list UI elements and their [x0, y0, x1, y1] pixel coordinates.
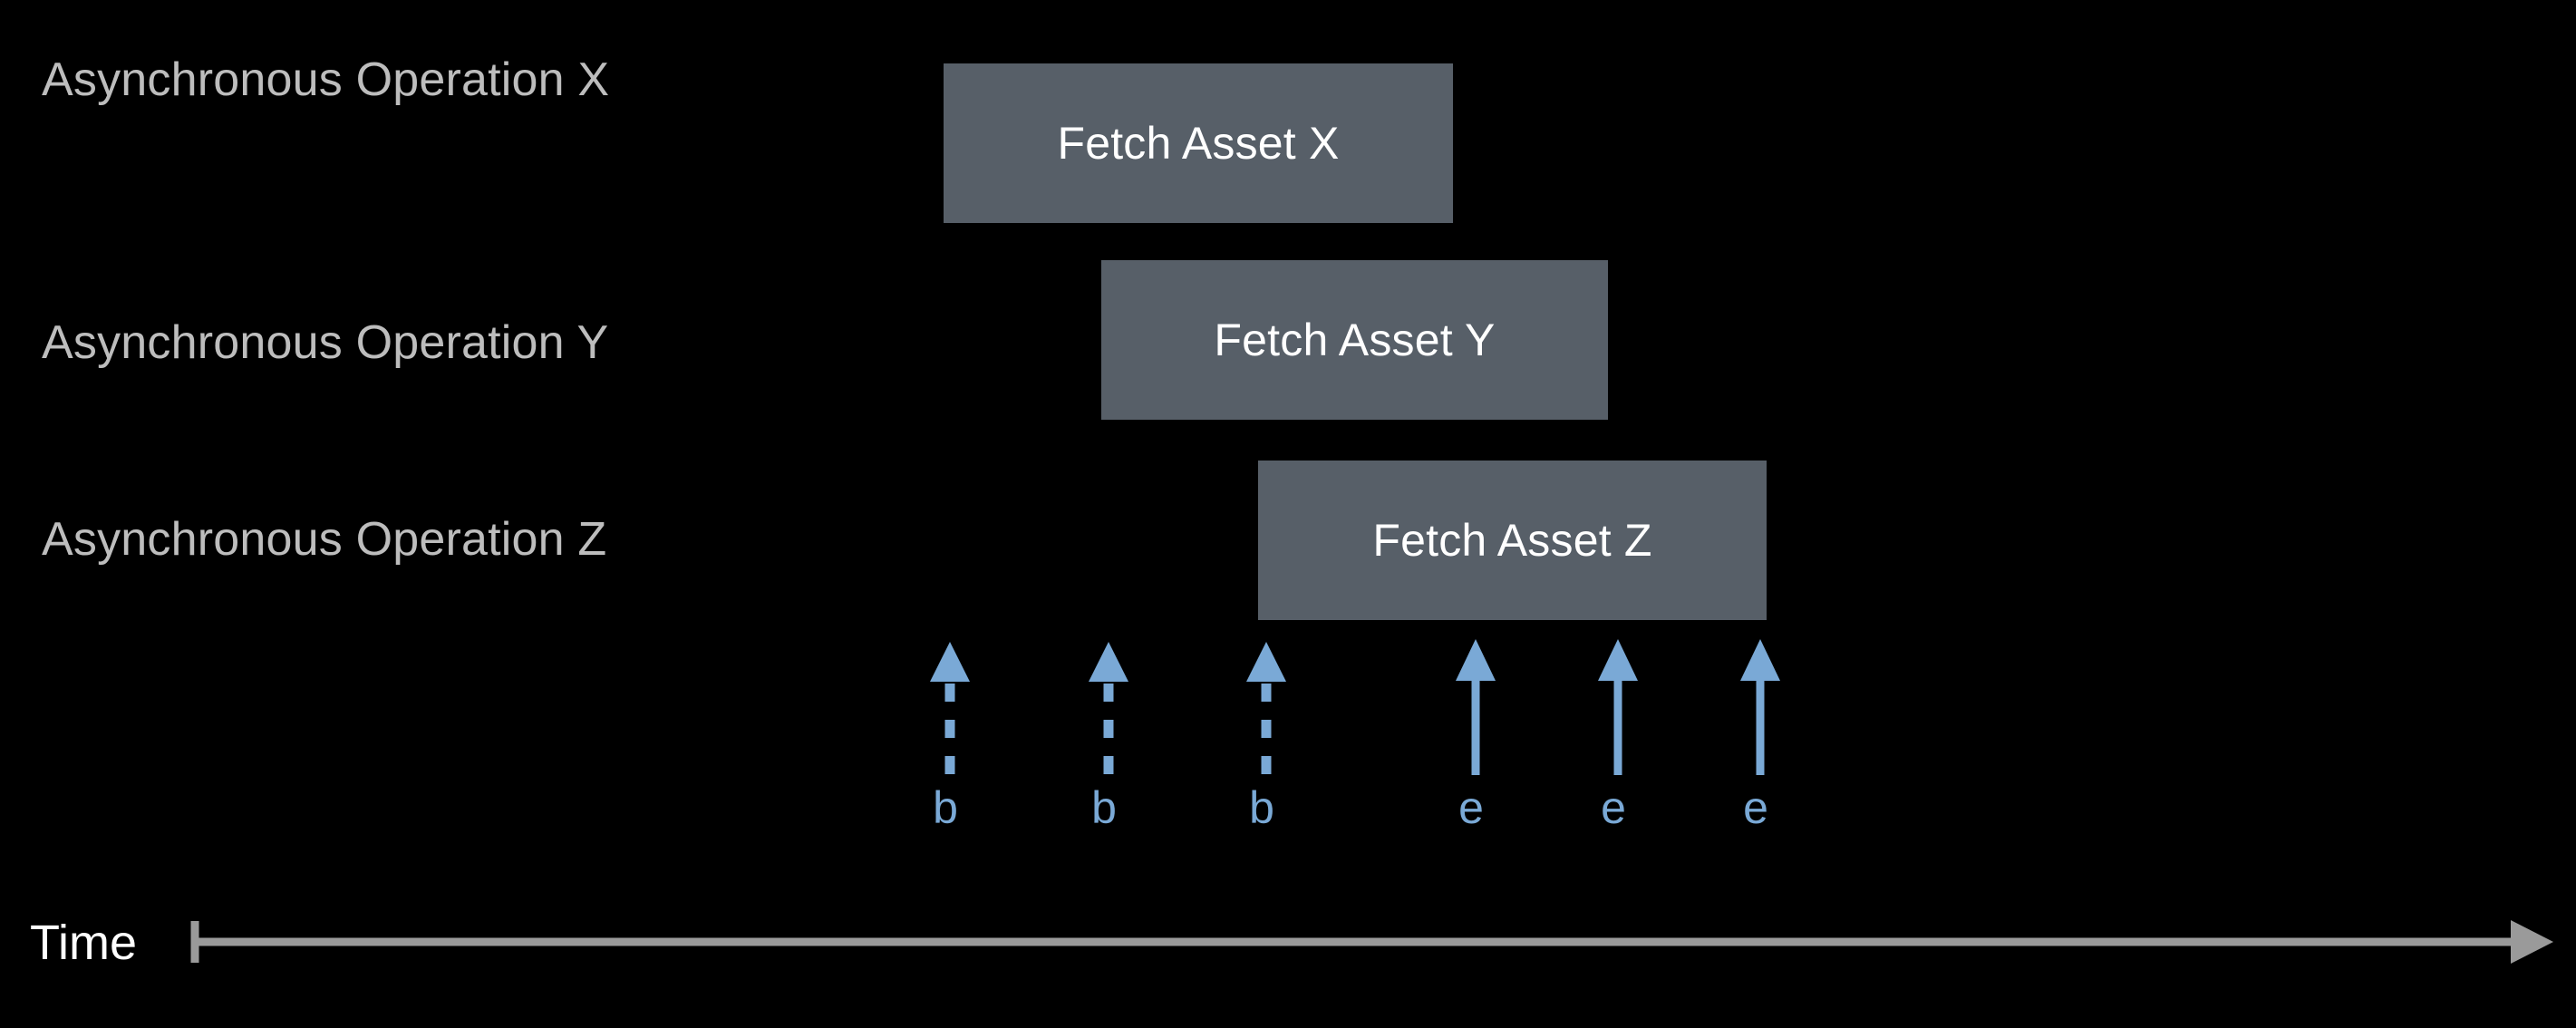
end-marker-label-1: e: [1458, 782, 1484, 833]
operation-bar-z-label: Fetch Asset Z: [1372, 515, 1652, 566]
row-label-operation-z: Asynchronous Operation Z: [42, 513, 607, 566]
row-label-operation-x: Asynchronous Operation X: [42, 53, 610, 106]
operation-bar-y-label: Fetch Asset Y: [1214, 315, 1496, 365]
row-label-operation-y: Asynchronous Operation Y: [42, 316, 609, 369]
begin-marker-label-3: b: [1249, 782, 1274, 833]
dashed-up-arrow-icon: [930, 642, 970, 774]
begin-marker-label-1: b: [933, 782, 958, 833]
operation-bar-y: Fetch Asset Y: [1101, 260, 1608, 420]
end-marker-label-3: e: [1743, 782, 1768, 833]
operation-bar-x-label: Fetch Asset X: [1057, 118, 1340, 169]
solid-up-arrow-icon: [1456, 639, 1496, 775]
solid-up-arrow-icon: [1598, 639, 1638, 775]
dashed-up-arrow-icon: [1246, 642, 1286, 774]
end-marker-label-2: e: [1601, 782, 1626, 833]
solid-up-arrow-icon: [1740, 639, 1780, 775]
time-axis-label: Time: [30, 916, 137, 970]
operation-bar-z: Fetch Asset Z: [1258, 461, 1767, 620]
operation-bar-x: Fetch Asset X: [944, 63, 1453, 223]
dashed-up-arrow-icon: [1089, 642, 1128, 774]
begin-marker-label-2: b: [1091, 782, 1117, 833]
